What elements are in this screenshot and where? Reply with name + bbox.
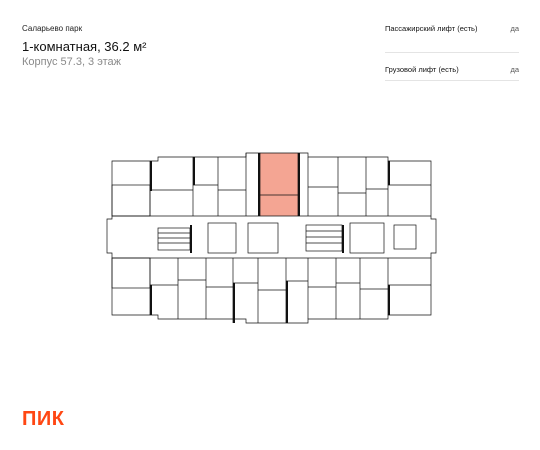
feature-label: Грузовой лифт (есть) bbox=[385, 65, 459, 74]
highlighted-apartment[interactable] bbox=[260, 153, 298, 216]
apartment-title: 1-комнатная, 36.2 м² bbox=[22, 39, 147, 54]
project-name: Саларьево парк bbox=[22, 24, 83, 33]
feature-row-freight-lift: Грузовой лифт (есть) да bbox=[385, 53, 519, 81]
feature-row-passenger-lift: Пассажирский лифт (есть) да bbox=[385, 23, 519, 53]
features-list: Пассажирский лифт (есть) да Грузовой лиф… bbox=[385, 23, 519, 81]
feature-label: Пассажирский лифт (есть) bbox=[385, 24, 478, 33]
feature-value: да bbox=[510, 24, 519, 33]
pik-logo[interactable]: ПИК bbox=[22, 408, 65, 430]
floor-plan bbox=[106, 152, 437, 324]
building-floor: Корпус 57.3, 3 этаж bbox=[22, 56, 121, 68]
feature-value: да bbox=[510, 65, 519, 74]
